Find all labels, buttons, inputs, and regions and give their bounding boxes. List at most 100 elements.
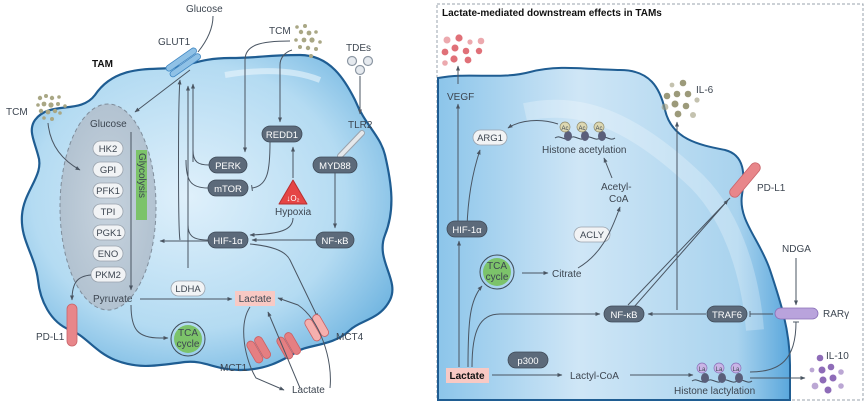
svg-text:La: La [733,367,740,373]
histone-lactylation-marks: La La La [691,362,753,383]
pd-l1-left [66,303,78,347]
lactate-extracellular-label: Lactate [292,385,325,396]
svg-text:PERK: PERK [215,161,242,172]
left-panel: TAM Glucose Glycolysis HK2 GPI PFK1 TPI … [6,4,394,396]
glycolysis-label: Glycolysis [136,153,147,198]
histone-lactylation-label: Histone lactylation [674,386,755,397]
mct1-transporter [246,336,271,364]
svg-text:mTOR: mTOR [214,184,242,195]
svg-text:La: La [716,367,723,373]
svg-text:Ac: Ac [561,126,568,132]
mct4-transporter [304,314,329,342]
svg-text:GPI: GPI [100,165,116,176]
svg-text:La: La [699,367,706,373]
lactate-left-bg [235,291,275,306]
enzyme-pkm2: PKM2 [90,266,127,283]
enzyme-gpi: GPI [92,161,124,178]
tcm-top-label: TCM [269,26,291,37]
svg-text:HIF-1α: HIF-1α [213,236,243,247]
citrate-label: Citrate [552,269,582,280]
svg-text:p300: p300 [517,356,538,367]
rarg-label: RARγ [823,309,849,320]
svg-text:HIF-1α: HIF-1α [452,225,482,236]
vegf-label: VEGF [447,92,474,103]
svg-text:↓O₂: ↓O₂ [286,194,299,203]
svg-text:TCA: TCA [178,328,198,339]
enzyme-pgk1: PGK1 [92,224,126,241]
svg-text:LDHA: LDHA [175,284,201,295]
hif1a-node-left: HIF-1α [207,231,249,249]
redd1-node: REDD1 [261,125,303,143]
hypoxia-label: Hypoxia [275,207,312,218]
ndga-label: NDGA [782,244,811,255]
lactyl-coa-label: Lactyl-CoA [570,371,619,382]
pd-l1-right-label: PD-L1 [757,183,786,194]
tcm-left-label: TCM [6,107,28,118]
acetyl-coa-label-1: Acetyl- [601,182,632,193]
glut1-label: GLUT1 [158,37,191,48]
p300-node: p300 [507,351,549,369]
lactate-right-bg [446,368,489,383]
nfkb-node-right: NF-κB [603,305,645,323]
vegf-secreted-particles [441,34,485,66]
acly-node: ACLY [573,226,611,243]
enzyme-pfk1: PFK1 [92,182,124,199]
svg-text:NF-κB: NF-κB [611,310,638,321]
perk-node: PERK [208,156,248,174]
il10-label: IL-10 [826,351,849,362]
mct1-label: MCT1 [220,363,248,374]
tca-cycle-right: TCA cycle [479,254,515,290]
tcm-left-particles [36,94,67,121]
enzyme-hk2: HK2 [92,140,124,157]
svg-text:NF-κB: NF-κB [322,236,349,247]
svg-text:REDD1: REDD1 [266,130,298,141]
tam-label: TAM [92,59,113,70]
right-panel: Lactate-mediated downstream effects in T… [436,3,864,401]
tlr2-receptor [337,130,365,159]
arg1-node: ARG1 [472,129,508,146]
glycolysis-enzyme-list: HK2 GPI PFK1 TPI PGK1 ENO PKM2 [90,140,127,283]
il6-secreted-particles [661,79,700,118]
lactate-right-label: Lactate [449,371,484,382]
svg-text:ENO: ENO [98,249,119,260]
svg-text:cycle: cycle [486,272,509,283]
il6-label: IL-6 [696,85,714,96]
hypoxia-triangle: ↓O₂ [278,179,308,205]
svg-text:PGK1: PGK1 [96,228,121,239]
svg-text:ARG1: ARG1 [477,133,503,144]
hif1a-node-right: HIF-1α [446,220,488,238]
tdes-label: TDEs [346,43,371,54]
lactate-left-label: Lactate [239,294,272,305]
histone-acetylation-label: Histone acetylation [542,145,627,156]
mtor-node: mTOR [207,179,249,197]
svg-text:Ac: Ac [578,126,585,132]
enzyme-tpi: TPI [92,203,124,220]
traf6-node: TRAF6 [706,305,748,323]
svg-text:TCA: TCA [487,261,507,272]
right-panel-title: Lactate-mediated downstream effects in T… [442,8,662,19]
svg-text:PFK1: PFK1 [96,186,120,197]
acetyl-coa-label-2: CoA [609,194,629,205]
mct4-label: MCT4 [336,332,364,343]
pd-l1-left-label: PD-L1 [36,332,65,343]
svg-text:Ac: Ac [595,126,602,132]
tca-cycle-left: TCA cycle [170,321,206,357]
right-cell-membrane [437,66,791,401]
svg-text:cycle: cycle [177,339,200,350]
myd88-node: MYD88 [312,156,358,174]
tcm-top-particles [294,24,322,58]
svg-text:ACLY: ACLY [580,230,605,241]
svg-text:TRAF6: TRAF6 [712,310,742,321]
svg-text:TPI: TPI [101,207,116,218]
tdes-vesicles [346,55,374,76]
il10-secreted-particles [809,354,844,394]
ldha-node: LDHA [170,280,206,297]
histone-acetylation-marks: Ac Ac Ac [554,121,616,141]
svg-text:MYD88: MYD88 [319,161,351,172]
nfkb-node-left: NF-κB [315,231,355,249]
pyruvate-label: Pyruvate [93,294,133,305]
enzyme-eno: ENO [92,245,124,262]
glucose-extracellular-label: Glucose [186,4,223,15]
rarg-receptor [774,307,819,320]
